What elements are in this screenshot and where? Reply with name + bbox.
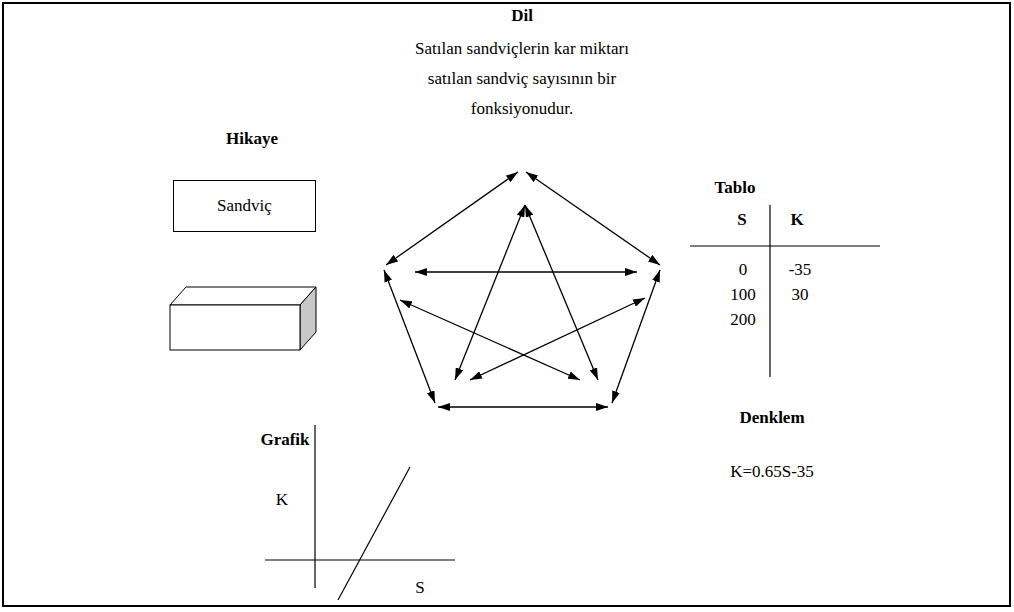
node-body: Satılan sandviçlerin kar miktarı satılan… [392,34,652,124]
outer-frame [3,3,1010,606]
equation-text: K=0.65S-35 [712,460,832,484]
story-box: Sandviç [173,180,316,232]
table-header: S [737,210,746,230]
double-arrow [470,298,645,380]
double-arrow [525,205,598,380]
box-text: Sandviç [217,195,272,217]
representation-label: Tablo [700,176,770,200]
node-heading: Tablo [700,176,770,200]
table-cell: 30 [792,285,809,305]
graph-axes [265,425,455,600]
representation-label: Grafik [245,428,325,452]
double-arrow [526,172,660,265]
sandwich-box-figure [170,287,316,350]
axis-label: K [276,490,288,510]
double-arrow [400,300,580,380]
table-rules [690,205,880,377]
node-heading: Denklem [712,406,832,430]
double-arrow [415,271,637,272]
table-header: K [790,210,803,230]
double-arrow [612,270,660,403]
double-arrow [438,406,608,407]
representation-label: HikayeSandviç [165,127,325,357]
double-arrow [384,270,435,403]
table-cell: 0 [739,260,748,280]
node-heading: Grafik [245,428,325,452]
node-heading: Dil [382,4,662,28]
axis-label: S [415,578,424,598]
double-arrow [386,172,518,265]
node-heading: Hikaye [179,127,325,151]
representation-label: DilSatılan sandviçlerin kar miktarı satı… [382,4,662,124]
representation-label: DenklemK=0.65S-35 [712,406,832,484]
table-cell: 200 [730,310,756,330]
table-cell: 100 [730,285,756,305]
double-arrow [455,205,525,380]
table-cell: -35 [789,260,812,280]
